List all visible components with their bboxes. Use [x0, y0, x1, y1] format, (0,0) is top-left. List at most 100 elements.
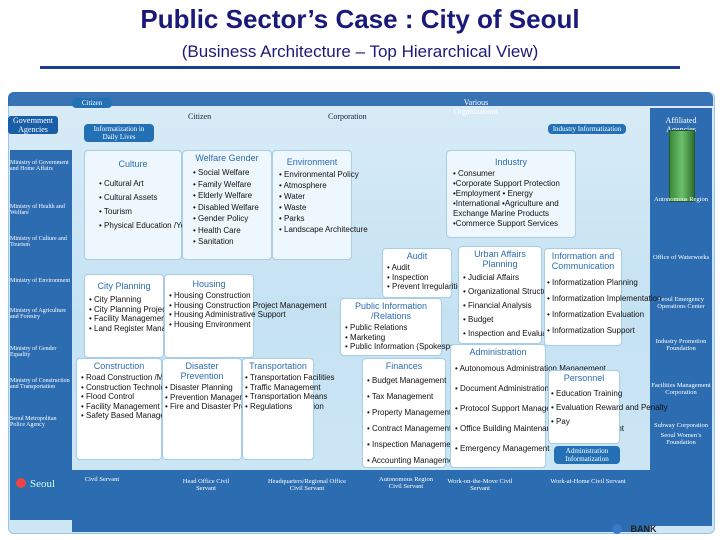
- urban-affairs-header: Urban Affairs Planning: [474, 249, 526, 269]
- information-panel: Information and Communication Informatiz…: [544, 248, 661, 346]
- personnel-item: Education Training: [551, 387, 622, 401]
- culture-list: Cultural Art Cultural Assets Tourism Phy…: [99, 177, 196, 233]
- disaster-list: Disaster Planning Prevention Management …: [165, 383, 324, 412]
- disaster-item: Prevention Management: [165, 393, 257, 403]
- housing-panel: Housing Housing Construction Housing Con…: [164, 274, 327, 358]
- environment-panel: Environment Environmental Policy Atmosph…: [272, 150, 368, 260]
- urban-affairs-list: Judicial Affairs Organizational Structur…: [463, 271, 560, 341]
- transportation-header: Transportation: [249, 361, 307, 371]
- information-item: Informatization Evaluation: [547, 307, 644, 323]
- bottom-head-office: Head Office Civil Servant: [182, 478, 230, 492]
- administration-item: Office Building Maintenance and Manageme…: [455, 419, 624, 439]
- transportation-item: Regulations: [245, 402, 313, 412]
- finances-item: Accounting Management: [367, 453, 461, 469]
- seoul-logo-icon: [16, 478, 26, 488]
- public-info-item: Marketing: [345, 333, 441, 343]
- audit-header: Audit: [406, 251, 428, 261]
- agency-emergency: Seoul Emergency Operations Center: [657, 296, 705, 310]
- construction-item: Flood Control: [81, 392, 161, 402]
- construction-item: Road Construction /Management: [81, 373, 203, 383]
- bank-logo-text: BANK: [630, 523, 657, 534]
- agency-police: Seoul Metropolitan Police Agency: [10, 416, 57, 428]
- agency-womens: Seoul Women’s Foundation: [660, 432, 702, 446]
- culture-item: Physical Education /Youth: [99, 219, 196, 233]
- housing-item: Housing Administrative Support: [169, 310, 286, 320]
- audit-item: Audit: [387, 263, 451, 273]
- title-divider: [40, 66, 680, 69]
- agency-industry-promotion: Industry Promotion Foundation: [655, 338, 707, 352]
- citizen-label-mid: Citizen: [188, 112, 212, 121]
- construction-item: Safety Based Management: [81, 411, 183, 421]
- welfare-header: Welfare Gender: [195, 153, 259, 163]
- housing-item: Housing Construction: [169, 291, 253, 301]
- admin-informatization-label: Administration Informatization: [554, 446, 620, 464]
- urban-affairs-item: Organizational Structure: [463, 285, 554, 299]
- audit-panel: Audit Audit Inspection Prevent Irregular…: [382, 248, 466, 298]
- finances-item: Tax Management: [367, 389, 445, 405]
- page-subtitle: (Business Architecture – Top Hierarchica…: [181, 42, 539, 61]
- city-planning-header: City Planning: [97, 281, 151, 291]
- information-header: Information and Communication: [551, 251, 615, 271]
- public-info-list: Public Relations Marketing Public Inform…: [345, 323, 473, 352]
- environment-item: Water: [279, 191, 351, 202]
- welfare-item: Sanitation: [193, 236, 271, 248]
- disaster-item: Fire and Disaster Prevention Administrat…: [165, 402, 324, 412]
- various-orgs-label: Various Organizations: [453, 98, 499, 116]
- bank-logo: BANK: [612, 520, 702, 536]
- industry-header: Industry: [494, 157, 527, 167]
- disaster-item: Disaster Planning: [165, 383, 241, 393]
- corporation-label: Corporation: [328, 112, 367, 121]
- administration-item: Document Administration: [455, 379, 549, 399]
- bottom-autonomous: Autonomous Region Civil Servant: [379, 476, 433, 490]
- finances-item: Contract Management: [367, 421, 451, 437]
- urban-affairs-item: Judicial Affairs: [463, 271, 541, 285]
- city-planning-item: City Planning: [89, 295, 163, 305]
- agency-agriculture: Ministry of Agriculture and Forestry: [10, 308, 66, 320]
- citizen-label-left: Citizen: [72, 98, 112, 108]
- left-band: [10, 150, 72, 520]
- disaster-panel: Disaster Prevention Disaster Planning Pr…: [162, 358, 324, 460]
- housing-item: Housing Construction Project Management: [169, 301, 327, 311]
- finances-list: Budget Management Tax Management Propert…: [367, 373, 461, 469]
- culture-item: Cultural Art: [99, 177, 181, 191]
- industry-line: •Corporate Support Protection: [453, 179, 560, 188]
- industry-panel: Industry • Consumer •Corporate Support P…: [446, 150, 576, 238]
- agency-facilities: Facilities Management Corporation: [651, 382, 711, 396]
- industry-line: Exchange Marine Products: [453, 209, 550, 218]
- informatization-label: Informatization in Daily Lives: [84, 124, 154, 142]
- bottom-band: [72, 470, 650, 532]
- culture-item: Tourism: [99, 205, 181, 219]
- environment-item: Parks: [279, 213, 351, 224]
- welfare-item: Social Welfare: [193, 167, 271, 179]
- culture-item: Cultural Assets: [99, 191, 181, 205]
- agency-subway: Subway Corporation: [654, 422, 708, 429]
- transportation-item: Transportation Means: [245, 392, 328, 402]
- industry-line: •International •Agriculture and: [453, 199, 559, 208]
- agency-environment: Ministry of Environment: [10, 278, 70, 284]
- information-item: Informatization Support: [547, 323, 635, 339]
- environment-item: Environmental Policy: [279, 169, 359, 180]
- urban-affairs-panel: Urban Affairs Planning Judicial Affairs …: [458, 246, 560, 344]
- welfare-panel: Welfare Gender Social Welfare Family Wel…: [182, 150, 272, 260]
- administration-panel: Administration Autonomous Administration…: [450, 344, 624, 468]
- bank-logo-icon: [612, 523, 622, 534]
- housing-list: Housing Construction Housing Constructio…: [169, 291, 327, 329]
- city-planning-list: City Planning City Planning Project Faci…: [89, 295, 193, 334]
- welfare-item: Health Care: [193, 225, 271, 237]
- construction-panel: Construction Road Construction /Manageme…: [76, 358, 222, 460]
- finances-panel: Finances Budget Management Tax Managemen…: [362, 358, 461, 469]
- city-planning-item: Facility Management: [89, 314, 168, 324]
- transportation-item: Traffic Management: [245, 383, 321, 393]
- welfare-item: Disabled Welfare: [193, 202, 271, 214]
- industry-line: • Consumer: [453, 169, 495, 178]
- audit-item: Prevent Irregularities: [387, 282, 466, 292]
- industry-list: • Consumer •Corporate Support Protection…: [453, 169, 575, 229]
- administration-item: Protocol Support Management: [455, 399, 569, 419]
- urban-affairs-item: Budget: [463, 313, 541, 327]
- public-info-item: Public Information (Spokesperson): [345, 342, 473, 352]
- finances-item: Inspection Management: [367, 437, 457, 453]
- bottom-civil-servant: Civil Servant: [84, 476, 120, 483]
- industry-line: •Commerce Support Services: [453, 219, 559, 228]
- information-item: Informatization Implementation: [547, 291, 661, 307]
- city-planning-item: Land Register Management: [89, 324, 193, 334]
